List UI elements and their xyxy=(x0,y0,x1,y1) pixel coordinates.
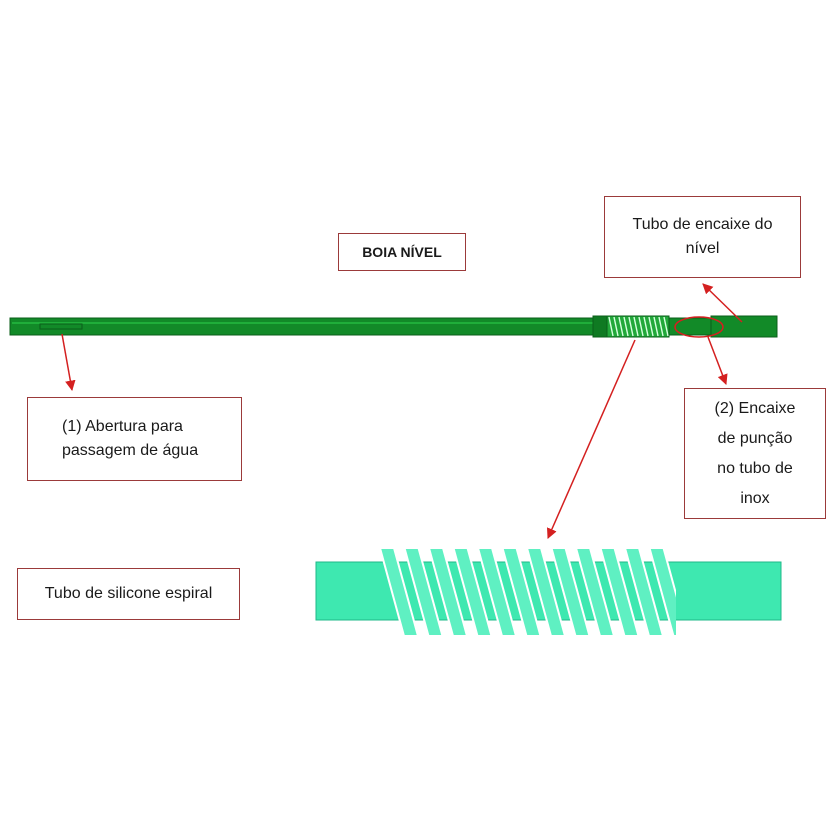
tube-thread-line xyxy=(648,316,654,337)
tube-thread-line xyxy=(623,316,629,337)
tube-thread-line xyxy=(618,316,624,337)
boia-nivel-label: BOIA NÍVEL xyxy=(338,233,466,271)
tubo-silicone-label: Tubo de silicone espiral xyxy=(17,568,240,620)
spiral-winding xyxy=(525,547,567,637)
tube-thread-line xyxy=(608,316,614,337)
tube-thread-line xyxy=(633,316,639,337)
tubo-encaixe-nivel-text: Tubo de encaixe do nível xyxy=(632,216,773,257)
spiral-winding xyxy=(574,547,616,637)
abertura-text: (1) Abertura para passagem de água xyxy=(62,418,199,459)
tube-body xyxy=(9,317,596,336)
spiral-winding xyxy=(403,547,444,637)
arrow-to-encaixe-puncao xyxy=(707,336,728,385)
abertura-label: (1) Abertura para passagem de água xyxy=(27,397,242,481)
tube-thread-line xyxy=(658,316,664,337)
arrow-to-abertura xyxy=(61,333,76,392)
callout-arrows xyxy=(61,283,743,539)
tubo-silicone-text: Tubo de silicone espiral xyxy=(44,585,213,602)
encaixe-puncao-text: (2) Encaixe de punção no tubo de inox xyxy=(714,399,796,507)
water-opening-slot xyxy=(39,323,83,330)
tube-thread-line xyxy=(613,316,619,337)
tube-spiral-threads xyxy=(608,316,669,337)
tube-thread-line xyxy=(653,316,659,337)
spiral-winding xyxy=(452,547,493,637)
tube-collar xyxy=(592,315,608,338)
spiral-winding xyxy=(550,547,591,637)
spiral-winding xyxy=(378,547,420,637)
fitting-tube-end xyxy=(710,315,778,338)
tube-thread-line xyxy=(643,316,649,337)
level-float-tube xyxy=(9,315,778,338)
tube-thread-line xyxy=(638,316,644,337)
silicone-spiral-tube xyxy=(315,547,782,637)
spiral-winding xyxy=(599,547,640,637)
spiral-winding xyxy=(623,547,665,637)
silicone-spiral-windings xyxy=(378,547,676,637)
spiral-winding xyxy=(648,547,676,637)
tube-thread-line xyxy=(663,316,669,337)
tube-thread-line xyxy=(628,316,634,337)
encaixe-puncao-label: (2) Encaixe de punção no tubo de inox xyxy=(684,388,826,519)
tubo-encaixe-nivel-label: Tubo de encaixe do nível xyxy=(604,196,801,278)
punch-fitting-highlight xyxy=(674,316,724,338)
arrow-to-silicone xyxy=(546,339,636,539)
boia-nivel-text: BOIA NÍVEL xyxy=(362,244,442,260)
spiral-winding xyxy=(427,547,469,637)
spiral-winding xyxy=(476,547,518,637)
arrow-to-encaixe-nivel xyxy=(702,283,743,323)
spiral-winding xyxy=(501,547,542,637)
